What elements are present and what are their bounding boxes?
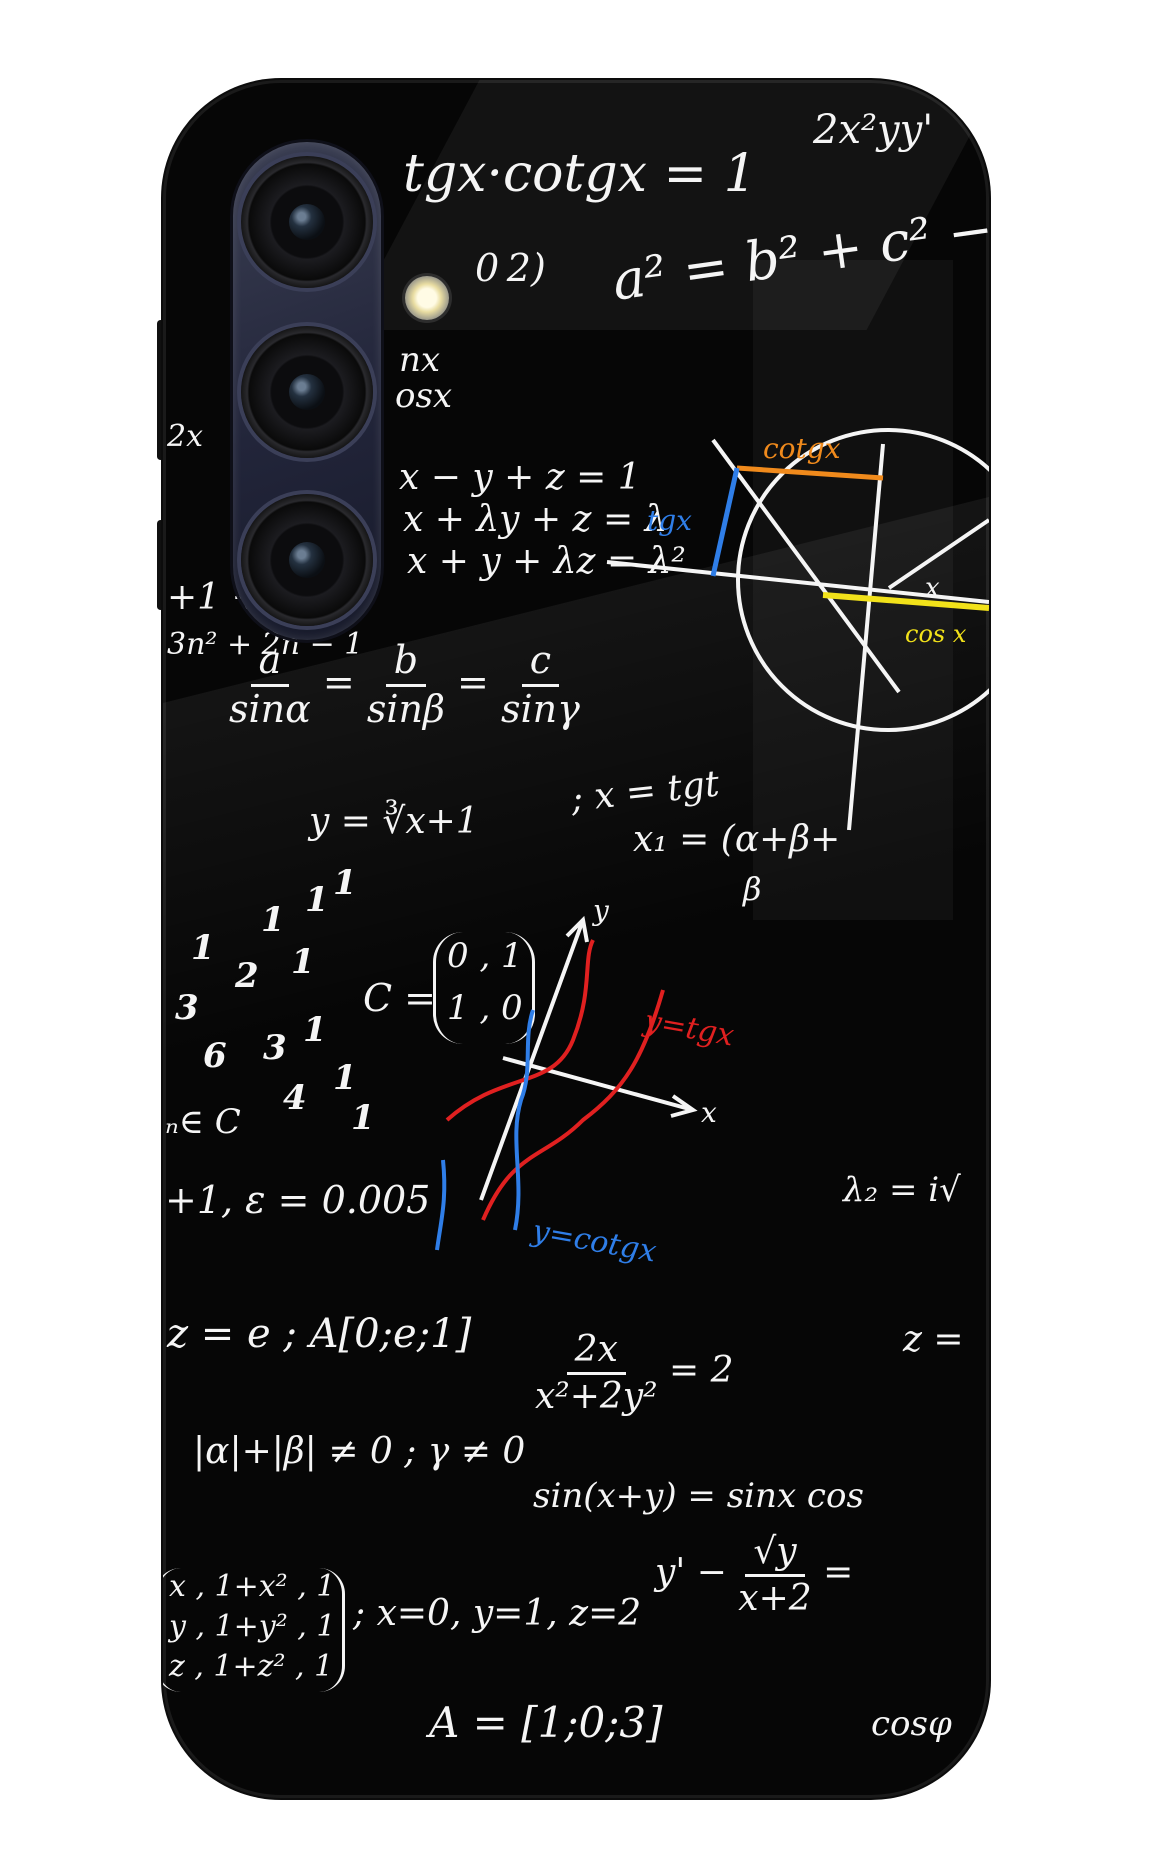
number: 1 bbox=[191, 928, 215, 968]
equation-abs-ne-0: |α|+|β| ≠ 0 ; γ ≠ 0 bbox=[193, 1431, 526, 1472]
graph-y-arrow bbox=[565, 915, 589, 943]
volume-button bbox=[157, 320, 164, 460]
cosine-segment bbox=[822, 592, 989, 611]
matrix-c-label: C = bbox=[363, 976, 436, 1020]
equation-cube-root: y = ∛x+1 bbox=[309, 801, 479, 842]
number: 3 bbox=[263, 1028, 287, 1068]
tangent-segment bbox=[710, 467, 740, 577]
fraction-numerator: a bbox=[250, 639, 290, 687]
number: 2 bbox=[235, 956, 259, 996]
glare-reflection bbox=[753, 260, 953, 920]
number: 4 bbox=[283, 1078, 307, 1118]
equation-a-vector: A = [1;0;3] bbox=[429, 1698, 663, 1747]
equation-cos-phi: cosφ bbox=[871, 1704, 952, 1744]
unit-circle-diagram: cotgx tgx cos x x bbox=[606, 428, 989, 831]
y-prime-label: y' − bbox=[655, 1552, 727, 1594]
tgx-label: tgx bbox=[647, 504, 692, 537]
fraction-denominator: x²+2y² bbox=[535, 1375, 658, 1417]
matrix-c-row-2: 1 , 0 bbox=[447, 988, 523, 1028]
camera-module bbox=[233, 142, 381, 640]
number: 3 bbox=[175, 988, 199, 1028]
equation-system-row-2: x + λy + z = λ bbox=[403, 499, 668, 540]
matrix-c bbox=[433, 932, 535, 1044]
cosx-label: cos x bbox=[905, 620, 967, 648]
fraction-numerator: 2x bbox=[566, 1330, 626, 1375]
equation-partial-cosx: osx bbox=[395, 376, 453, 416]
number: 1 bbox=[351, 1098, 375, 1138]
equation-sin-sum: sin(x+y) = sinx cos bbox=[533, 1476, 864, 1516]
big-matrix bbox=[163, 1568, 345, 1692]
number: 6 bbox=[203, 1036, 227, 1076]
circle-axis bbox=[606, 560, 989, 604]
x-axis-label: x bbox=[701, 1096, 717, 1129]
equation-epsilon: +1, ε = 0.005 bbox=[165, 1178, 431, 1222]
equation-xyz-values: ; x=0, y=1, z=2 bbox=[353, 1593, 642, 1634]
fraction-numerator: c bbox=[521, 639, 559, 687]
y-eq-tgx-label: y=tgx bbox=[640, 1003, 737, 1054]
equation-partial-2x: 2x bbox=[167, 419, 204, 454]
equation-in-c: ₙ∈ C bbox=[165, 1102, 241, 1142]
equation-system-row-1: x − y + z = 1 bbox=[399, 457, 641, 498]
number: 1 bbox=[333, 1058, 357, 1098]
equation-matrix-top: 0 2) bbox=[475, 246, 546, 290]
number: 1 bbox=[291, 942, 315, 982]
equation-lambda2: λ₂ = i√ bbox=[843, 1170, 961, 1210]
graph-y-axis bbox=[479, 919, 585, 1201]
flash-icon bbox=[405, 276, 449, 320]
y-prime-equals: = bbox=[823, 1552, 854, 1594]
big-matrix-row-3: z , 1+z² , 1 bbox=[169, 1649, 334, 1684]
equation-beta-partial: β bbox=[743, 870, 762, 908]
graph-x-axis bbox=[502, 1056, 694, 1112]
circle-radius bbox=[887, 518, 989, 590]
x-label: x bbox=[925, 573, 940, 603]
big-matrix-row-2: y , 1+y² , 1 bbox=[169, 1609, 336, 1644]
circle-axis bbox=[847, 443, 885, 831]
fraction-numerator: b bbox=[385, 639, 427, 687]
power-button bbox=[157, 520, 164, 610]
big-matrix-row-1: x , 1+x² , 1 bbox=[169, 1569, 336, 1604]
tangent-cotangent-graph: y=tgx y=cotgx x y bbox=[435, 894, 737, 1270]
equation-x1-partial: x₁ = (α+β+ bbox=[633, 819, 841, 860]
fraction-equals: = 2 bbox=[669, 1350, 734, 1392]
number: 1 bbox=[261, 900, 285, 940]
cotgx-label: cotgx bbox=[763, 432, 841, 465]
fraction-denominator: sinα bbox=[229, 686, 311, 731]
cotangent-segment bbox=[736, 465, 884, 481]
number: 1 bbox=[305, 880, 329, 920]
fraction-denominator: sinγ bbox=[500, 686, 580, 731]
cotangent-curve bbox=[435, 1159, 447, 1251]
equation-z-right: z = bbox=[903, 1319, 964, 1360]
fraction-denominator: x+2 bbox=[738, 1577, 812, 1619]
fraction-denominator: sinβ bbox=[366, 686, 445, 731]
camera-lens-icon bbox=[241, 326, 373, 458]
graph-x-arrow bbox=[670, 1094, 698, 1118]
matrix-c-row-1: 0 , 1 bbox=[447, 936, 523, 976]
tangent-curve bbox=[481, 989, 665, 1221]
circle-radius bbox=[711, 438, 901, 694]
equation-partial-sinx: nx bbox=[399, 340, 441, 380]
number: 1 bbox=[303, 1010, 327, 1050]
camera-lens-icon bbox=[241, 494, 373, 626]
equation-system-row-3: x + y + λz = λ² bbox=[407, 541, 686, 582]
y-eq-cotgx-label: y=cotgx bbox=[528, 1213, 659, 1270]
equation-tgx-cotgx: tgx·cotgx = 1 bbox=[403, 144, 757, 204]
camera-lens-icon bbox=[241, 156, 373, 288]
fraction-numerator: √y bbox=[745, 1532, 805, 1577]
number: 1 bbox=[333, 863, 357, 903]
equation-z-eq-e: z = e ; A[0;e;1] bbox=[167, 1311, 472, 1357]
tangent-curve bbox=[445, 939, 595, 1122]
unit-circle bbox=[736, 428, 989, 732]
equation-top-right: 2x²yy' bbox=[813, 107, 934, 153]
y-axis-label: y bbox=[591, 894, 610, 927]
phone-case: tgx·cotgx = 1 2x²yy' 0 2) a² = b² + c² −… bbox=[163, 80, 989, 1798]
cotangent-curve bbox=[513, 1009, 535, 1231]
